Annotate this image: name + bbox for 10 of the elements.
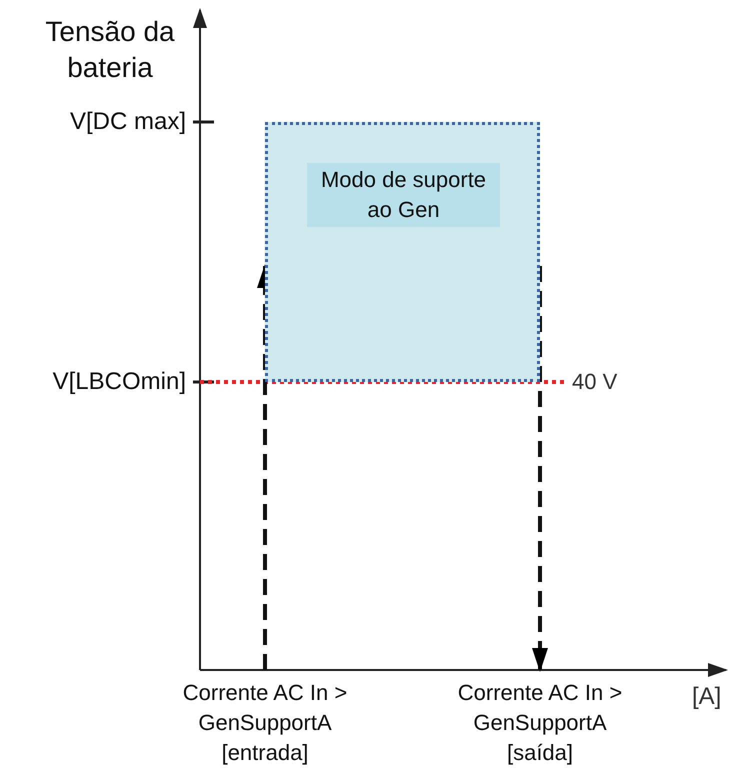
region-label: Modo de suporte ao Gen bbox=[307, 163, 500, 227]
tick-label: V[DC max] bbox=[70, 108, 186, 136]
axis-label: Corrente AC In > GenSupportA [entrada] bbox=[165, 678, 365, 768]
axis-title: Tensão da bateria bbox=[44, 15, 176, 85]
value-label: 40 V bbox=[572, 369, 618, 395]
arrow bbox=[532, 266, 548, 672]
mode-region bbox=[265, 122, 540, 382]
axis-label: Corrente AC In > GenSupportA [saída] bbox=[445, 678, 635, 768]
tick-label: V[LBCOmin] bbox=[52, 368, 186, 396]
axis-title: [A] bbox=[692, 682, 722, 712]
